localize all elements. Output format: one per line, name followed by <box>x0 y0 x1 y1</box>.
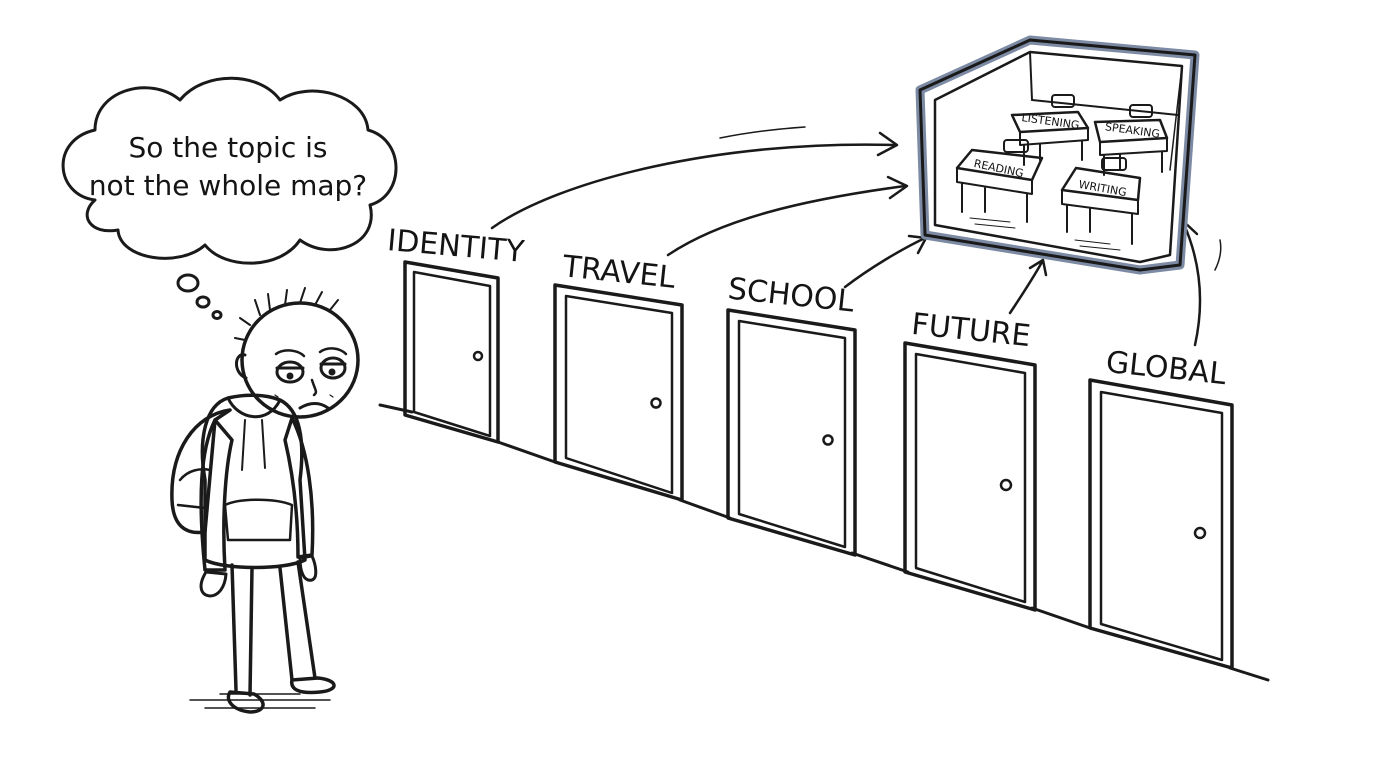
arrows <box>490 126 1222 347</box>
door-future[interactable]: FUTURE <box>903 307 1037 612</box>
left-shoe <box>226 690 265 714</box>
arrow-global <box>1181 220 1202 347</box>
thought-dot-medium <box>195 295 211 309</box>
door-identity[interactable]: IDENTITY <box>386 223 526 444</box>
thought-dot-small <box>211 310 223 320</box>
backpack <box>170 408 232 535</box>
arrow-school <box>843 236 927 289</box>
right-shoe <box>290 676 336 695</box>
door-global[interactable]: GLOBAL <box>1088 345 1234 670</box>
arrow-travel <box>666 184 907 257</box>
thought-line-2: not the whole map? <box>89 169 367 202</box>
door-school[interactable]: SCHOOL <box>726 272 857 557</box>
student <box>170 287 360 714</box>
thought-line-1: So the topic is <box>129 131 328 164</box>
door-knob-icon <box>999 478 1013 492</box>
door-knob-icon <box>650 397 662 409</box>
door-knob-icon <box>1193 526 1207 540</box>
desk-writing: WRITING <box>1060 157 1142 245</box>
arrow-identity <box>490 143 897 230</box>
door-knob-icon <box>822 434 834 446</box>
arrow-future <box>1008 260 1044 315</box>
door-travel[interactable]: TRAVEL <box>553 249 684 502</box>
door-knob-icon <box>472 350 484 362</box>
desk-speaking: SPEAKING <box>1093 104 1169 176</box>
hallway <box>378 403 1270 682</box>
thought-bubble: So the topic is not the whole map? <box>61 76 398 320</box>
classroom: LISTENING SPEAKING READING WRITING <box>915 35 1200 275</box>
thought-dot-large <box>176 273 200 293</box>
